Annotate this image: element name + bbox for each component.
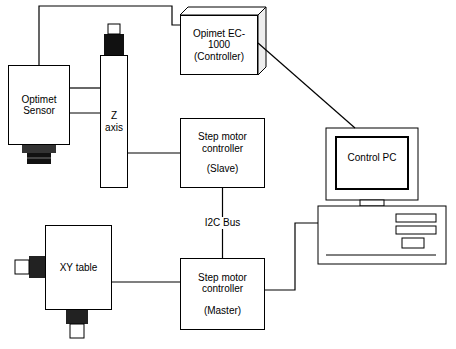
computer: Control PC — [318, 128, 446, 265]
node-text: Step motor controller — [184, 131, 261, 154]
connector-line — [70, 87, 100, 88]
motor — [104, 34, 124, 55]
motor-cap — [15, 260, 29, 274]
box-side-face — [258, 7, 266, 75]
connector-line — [112, 281, 180, 282]
controller-box: Opimet EC-1000 (Controller) — [180, 15, 258, 75]
sensor-lens — [27, 153, 51, 164]
node-text: XY table — [60, 262, 98, 274]
sensor-lens — [22, 145, 56, 153]
drive-slot — [396, 226, 436, 234]
axis-box: Z axis — [100, 55, 128, 188]
motor — [66, 310, 88, 324]
connector-line — [128, 152, 180, 153]
motor-cap — [70, 324, 84, 338]
screen — [336, 137, 408, 189]
box-top-face — [180, 7, 266, 15]
monitor — [326, 128, 418, 200]
motor-cap — [108, 24, 120, 34]
node-text: Control PC — [347, 152, 397, 164]
drive-slot — [396, 214, 436, 222]
monitor-stand — [360, 200, 384, 206]
connector-line — [258, 43, 355, 128]
node-text: Optimet Sensor — [12, 94, 66, 117]
table-box: XY table — [45, 225, 112, 310]
drive-slot — [402, 238, 424, 248]
node-text: (Slave) — [207, 163, 239, 175]
node-text: (Master) — [204, 305, 241, 317]
sensor-box: Optimet Sensor — [8, 65, 70, 145]
tower-line — [326, 255, 436, 256]
process-box: Step motor controller (Master) — [180, 258, 265, 330]
motor — [29, 256, 45, 278]
connector-line — [265, 223, 318, 290]
node-text: Opimet EC-1000 (Controller) — [184, 28, 254, 63]
lens-ring — [27, 158, 51, 159]
node-text: Step motor controller — [184, 272, 261, 295]
process-box: Step motor controller (Slave) — [180, 118, 265, 188]
bus-label: I2C Bus — [203, 217, 243, 229]
pc-tower — [318, 206, 446, 264]
node-text: Z axis — [104, 110, 124, 133]
bracket — [70, 113, 100, 114]
